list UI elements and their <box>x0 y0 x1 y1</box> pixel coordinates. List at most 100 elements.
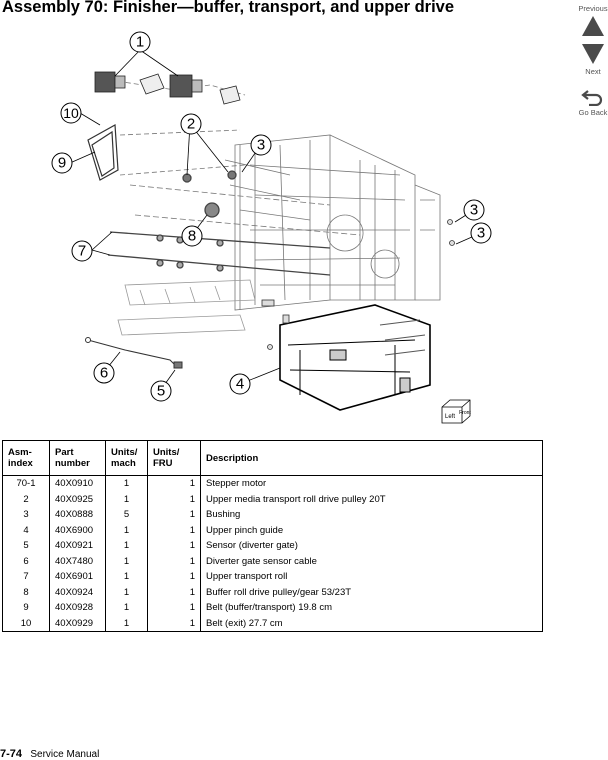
callout-5: 5 <box>150 380 172 402</box>
pinch-guide-drawing <box>279 304 431 411</box>
col-units-fru: Units/ FRU <box>147 440 201 476</box>
table-cell: 40X6901 <box>49 569 106 585</box>
callout-markers: 1 10 2 3 9 3 3 8 7 6 5 4 <box>51 31 492 402</box>
parts-table-header: Asm- index Part number Units/ mach Units… <box>2 440 543 476</box>
table-cell: 1 <box>147 600 201 616</box>
table-cell: 1 <box>105 491 148 507</box>
table-cell: 1 <box>147 615 201 632</box>
table-cell: 1 <box>105 538 148 554</box>
table-cell: Upper media transport roll drive pulley … <box>200 491 543 507</box>
col-description: Description <box>200 440 543 476</box>
table-cell: 40X6900 <box>49 522 106 538</box>
table-cell: 5 <box>105 507 148 523</box>
table-cell: 4 <box>2 522 50 538</box>
table-cell: 1 <box>147 491 201 507</box>
manual-name: Service Manual <box>30 749 100 760</box>
callout-3: 3 <box>250 134 272 156</box>
exploded-parts-diagram: 1 10 2 3 9 3 3 8 7 6 5 4 Left Front <box>51 31 492 424</box>
table-cell: Buffer roll drive pulley/gear 53/23T <box>200 584 543 600</box>
table-cell: 40X0921 <box>49 538 106 554</box>
table-cell: 1 <box>105 522 148 538</box>
table-cell: Bushing <box>200 507 543 523</box>
callout-9: 9 <box>51 152 73 174</box>
table-cell: 9 <box>2 600 50 616</box>
leader-lines <box>69 49 482 392</box>
svg-text:3: 3 <box>477 225 485 242</box>
table-cell: 8 <box>2 584 50 600</box>
parts-table: Asm- index Part number Units/ mach Units… <box>2 440 543 632</box>
table-cell: 1 <box>147 522 201 538</box>
svg-text:5: 5 <box>157 383 165 400</box>
table-cell: 40X0910 <box>49 475 106 492</box>
svg-text:10: 10 <box>63 105 79 121</box>
callout-1: 1 <box>129 31 151 53</box>
callout-7: 7 <box>71 240 93 262</box>
next-button[interactable]: Next <box>572 44 608 76</box>
table-cell: Diverter gate sensor cable <box>200 553 543 569</box>
callout-2: 2 <box>180 113 202 135</box>
page-footer: 7-74 Service Manual <box>0 748 99 760</box>
table-cell: 7 <box>2 569 50 585</box>
previous-label: Previous <box>578 4 608 13</box>
table-cell: 40X0928 <box>49 600 106 616</box>
table-cell: 1 <box>147 584 201 600</box>
col-units-mach: Units/ mach <box>105 440 148 476</box>
table-cell: 40X0888 <box>49 507 106 523</box>
table-cell: 40X0924 <box>49 584 106 600</box>
table-cell: Stepper motor <box>200 475 543 492</box>
finisher-frame-drawing <box>109 79 441 311</box>
col-asm-index: Asm- index <box>2 440 50 476</box>
table-cell: 1 <box>105 615 148 632</box>
table-cell: Sensor (diverter gate) <box>200 538 543 554</box>
go-back-button[interactable]: Go Back <box>572 88 608 117</box>
page-number: 7-74 <box>0 748 23 760</box>
table-cell: 1 <box>105 600 148 616</box>
table-cell: 1 <box>105 475 148 492</box>
go-back-label: Go Back <box>578 108 608 117</box>
small-part-drawings <box>261 219 455 350</box>
table-cell: 1 <box>147 553 201 569</box>
orientation-left-label: Left <box>445 414 455 420</box>
table-cell: 1 <box>147 507 201 523</box>
callout-10: 10 <box>60 102 82 124</box>
svg-text:9: 9 <box>58 155 66 172</box>
svg-text:8: 8 <box>188 228 196 245</box>
next-label: Next <box>585 67 601 76</box>
svg-text:3: 3 <box>257 137 265 154</box>
table-cell: Upper transport roll <box>200 569 543 585</box>
guide-plate-drawings <box>117 279 256 336</box>
svg-text:2: 2 <box>187 116 195 133</box>
callout-8: 8 <box>181 225 203 247</box>
table-cell: 1 <box>105 553 148 569</box>
page-title: Assembly 70: Finisher—buffer, transport,… <box>2 0 455 16</box>
orientation-front-label: Front <box>459 410 471 416</box>
col-part-number: Part number <box>49 440 106 476</box>
table-cell: 1 <box>147 538 201 554</box>
table-cell: 1 <box>147 569 201 585</box>
callout-3b: 3 <box>463 199 485 221</box>
roll-drawings <box>107 170 331 276</box>
cable-drawing <box>85 337 183 369</box>
table-cell: 1 <box>105 569 148 585</box>
table-cell: 1 <box>147 475 201 492</box>
previous-button[interactable]: Previous <box>572 4 608 36</box>
table-cell: 5 <box>2 538 50 554</box>
table-cell: Upper pinch guide <box>200 522 543 538</box>
table-cell: 40X7480 <box>49 553 106 569</box>
table-cell: 40X0925 <box>49 491 106 507</box>
svg-text:6: 6 <box>100 365 108 382</box>
orientation-cube: Left Front <box>441 399 471 424</box>
table-cell: 3 <box>2 507 50 523</box>
arrow-down-icon <box>582 44 604 64</box>
table-cell: 40X0929 <box>49 615 106 632</box>
